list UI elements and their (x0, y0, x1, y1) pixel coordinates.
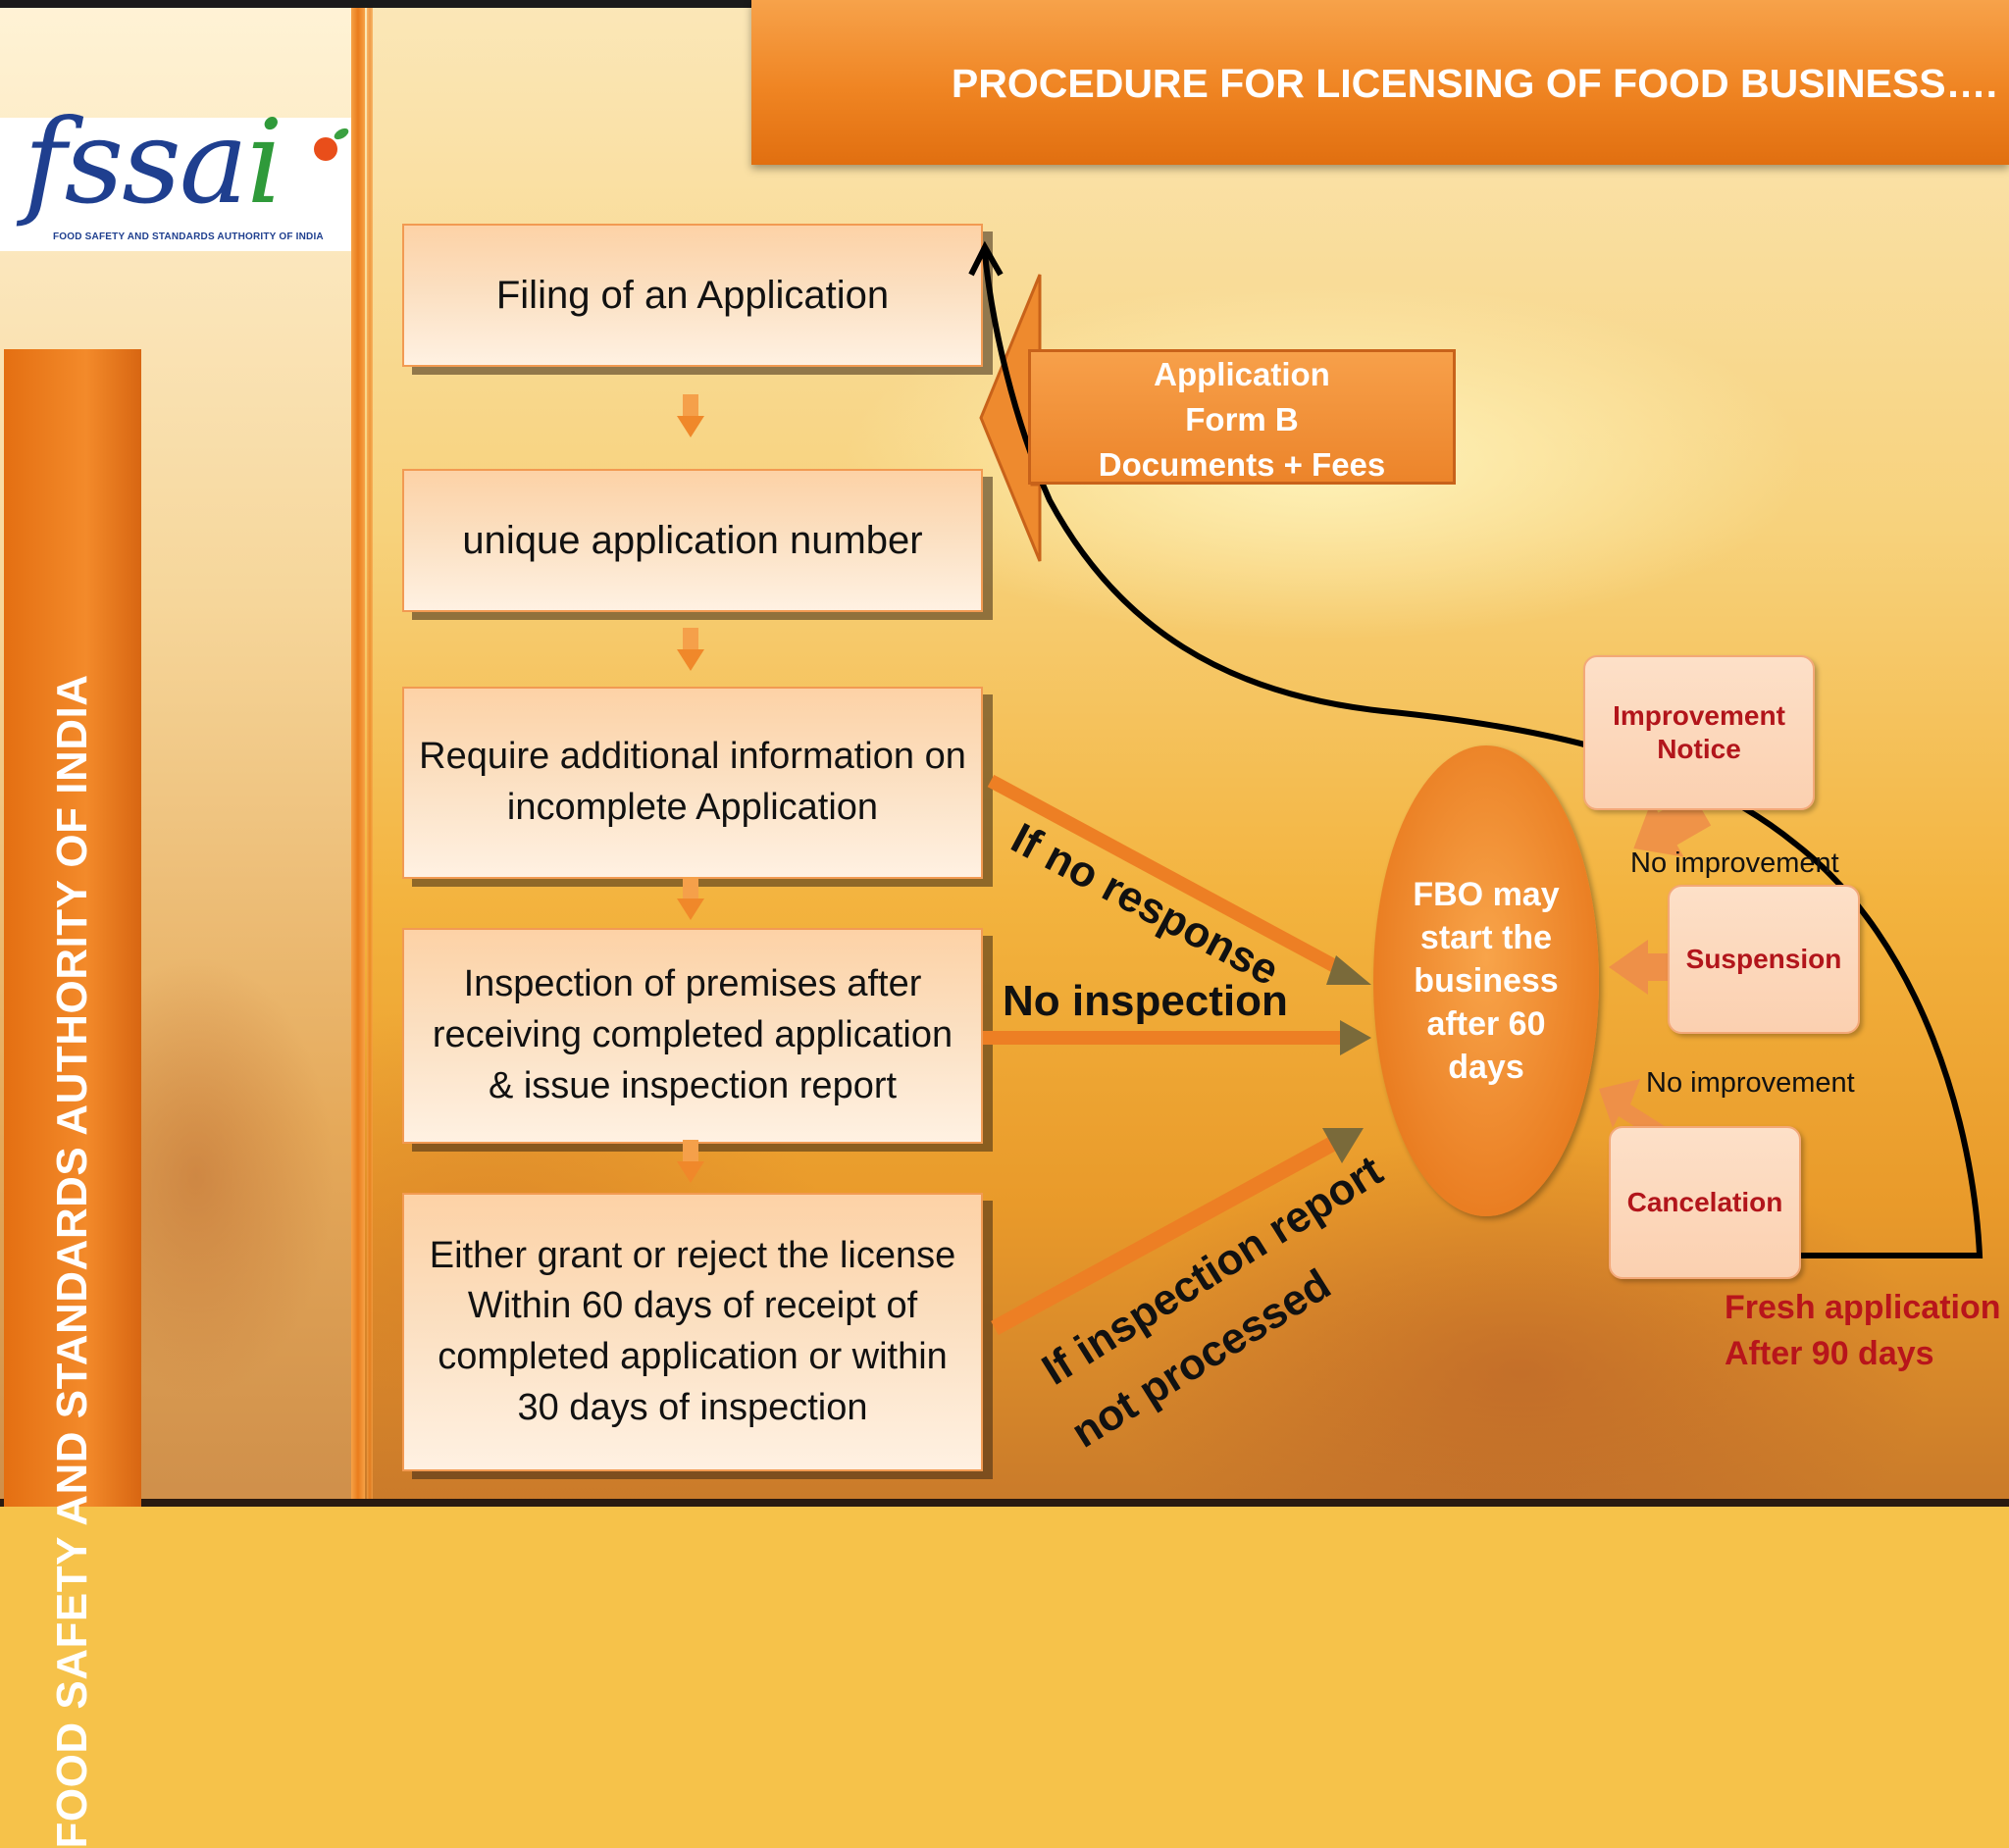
down-arrow-icon (677, 628, 704, 673)
no-improvement-label-2: No improvement (1646, 1067, 1855, 1099)
fbo-ellipse: FBO may start the business after 60 days (1373, 745, 1599, 1216)
logo-subtitle: FOOD SAFETY AND STANDARDS AUTHORITY OF I… (53, 231, 324, 242)
suspension-label: Suspension (1685, 944, 1842, 975)
down-arrow-icon (677, 877, 704, 922)
fbo-label: FBO may start the business after 60 days (1413, 875, 1560, 1087)
divider-bar (351, 0, 365, 1507)
documents-line1: Application (1154, 356, 1330, 392)
documents-line2: Form B (1185, 401, 1299, 438)
page-title: PROCEDURE FOR LICENSING OF FOOD BUSINESS… (951, 61, 1997, 106)
fssai-logo: fssai FOOD SAFETY AND STANDARDS AUTHORIT… (0, 104, 351, 251)
no-improvement-label-1: No improvement (1630, 847, 1839, 879)
step-additional-info: Require additional information on incomp… (402, 687, 983, 879)
suspension-box: Suspension (1668, 885, 1860, 1034)
step-label: Inspection of premises after receiving c… (432, 963, 953, 1106)
cancelation-label: Cancelation (1626, 1187, 1783, 1218)
no-response-arrow (987, 774, 1371, 985)
step-label: unique application number (462, 518, 923, 562)
down-arrow-icon (677, 1140, 704, 1185)
documents-box: Application Form B Documents + Fees (1028, 349, 1456, 485)
documents-line3: Documents + Fees (1098, 446, 1386, 484)
step-grant-or-reject: Either grant or reject the license Withi… (402, 1193, 983, 1471)
cancelation-arrow-icon (1599, 1079, 1668, 1140)
logo-wordmark: fssai (24, 104, 283, 220)
return-arrowhead-icon (968, 240, 1004, 277)
step-inspection: Inspection of premises after receiving c… (402, 928, 983, 1144)
fresh-application-note: Fresh application After 90 days (1725, 1285, 2001, 1377)
step-label: Either grant or reject the license Withi… (429, 1234, 956, 1428)
improvement-notice-label: Improvement Notice (1613, 700, 1785, 764)
step-unique-number: unique application number (402, 469, 983, 612)
no-inspection-label: No inspection (1003, 977, 1288, 1025)
logo-tomato-icon (314, 137, 337, 161)
step-label: Filing of an Application (495, 273, 890, 317)
divider-bar-thin (367, 0, 373, 1507)
logo-wordmark-main: fssa (24, 94, 248, 230)
suspension-arrow-icon (1609, 940, 1668, 995)
vertical-banner: FOOD SAFETY AND STANDARDS AUTHORITY OF I… (4, 349, 141, 1848)
fresh-application-line1: Fresh application (1725, 1289, 2001, 1326)
cancelation-box: Cancelation (1609, 1126, 1801, 1279)
step-label: Require additional information on incomp… (419, 736, 966, 828)
no-inspection-arrow (983, 1020, 1371, 1055)
title-banner: PROCEDURE FOR LICENSING OF FOOD BUSINESS… (751, 0, 2009, 165)
down-arrow-icon (677, 394, 704, 439)
step-filing-application: Filing of an Application (402, 224, 983, 367)
not-processed-arrow (991, 1128, 1364, 1336)
bottom-border (0, 1499, 2009, 1507)
improvement-notice-box: Improvement Notice (1583, 655, 1815, 810)
logo-wordmark-i: i (246, 94, 283, 230)
fresh-application-line2: After 90 days (1725, 1334, 1934, 1372)
